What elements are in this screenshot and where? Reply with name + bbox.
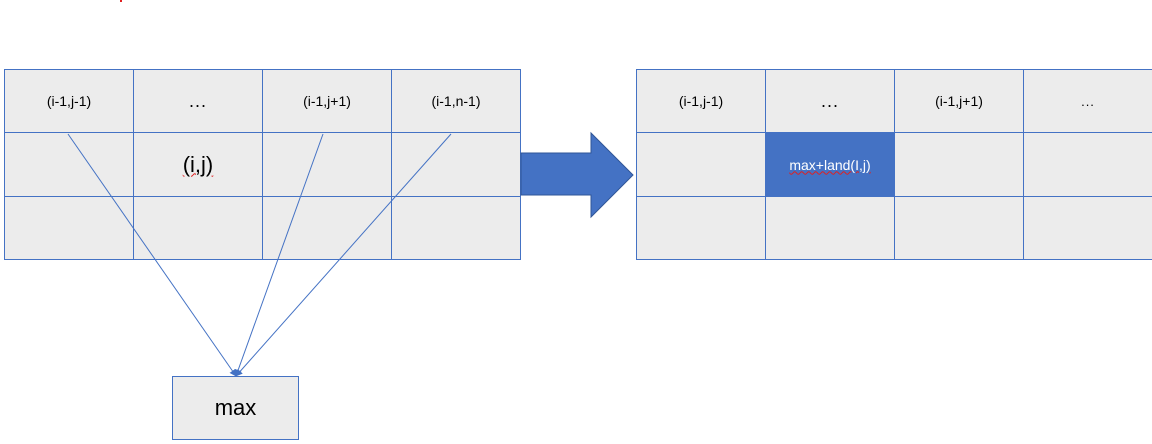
left-cell-r1c3: (i-1,j+1) (262, 69, 392, 133)
left-cell-r1c4: (i-1,n-1) (391, 69, 521, 133)
right-cell-r3c1 (636, 196, 766, 260)
left-grid: (i-1,j-1) ... (i-1,j+1) (i-1,n-1) (i,j) (4, 69, 521, 260)
right-cell-r1c3: (i-1,j+1) (894, 69, 1024, 133)
left-cell-r1c2: ... (133, 69, 263, 133)
left-cell-r3c4 (391, 196, 521, 260)
left-cell-r3c3 (262, 196, 392, 260)
max-box: max (172, 376, 299, 440)
right-grid: (i-1,j-1) ... (i-1,j+1) ... max+land(I,j… (636, 69, 1152, 260)
stray-mark (120, 0, 122, 2)
right-arrow-icon (520, 131, 634, 219)
right-cell-r1c4: ... (1023, 69, 1152, 133)
right-cell-r3c3 (894, 196, 1024, 260)
right-cell-r1c1: (i-1,j-1) (636, 69, 766, 133)
right-cell-r2c3 (894, 132, 1024, 197)
right-cell-r3c4 (1023, 196, 1152, 260)
left-cell-current: (i,j) (133, 132, 263, 197)
right-cell-r2c4 (1023, 132, 1152, 197)
right-cell-r3c2 (765, 196, 895, 260)
left-cell-r2c4 (391, 132, 521, 197)
left-cell-r2c1 (4, 132, 134, 197)
left-cell-r1c1: (i-1,j-1) (4, 69, 134, 133)
left-cell-r3c2 (133, 196, 263, 260)
right-cell-r1c2: ... (765, 69, 895, 133)
left-cell-r3c1 (4, 196, 134, 260)
current-cell-label: (i,j) (182, 151, 214, 177)
left-cell-r2c3 (262, 132, 392, 197)
right-cell-highlight: max+land(I,j) (765, 132, 895, 197)
highlight-label: max+land(I,j) (789, 156, 871, 173)
max-label: max (214, 395, 257, 420)
right-cell-r2c1 (636, 132, 766, 197)
